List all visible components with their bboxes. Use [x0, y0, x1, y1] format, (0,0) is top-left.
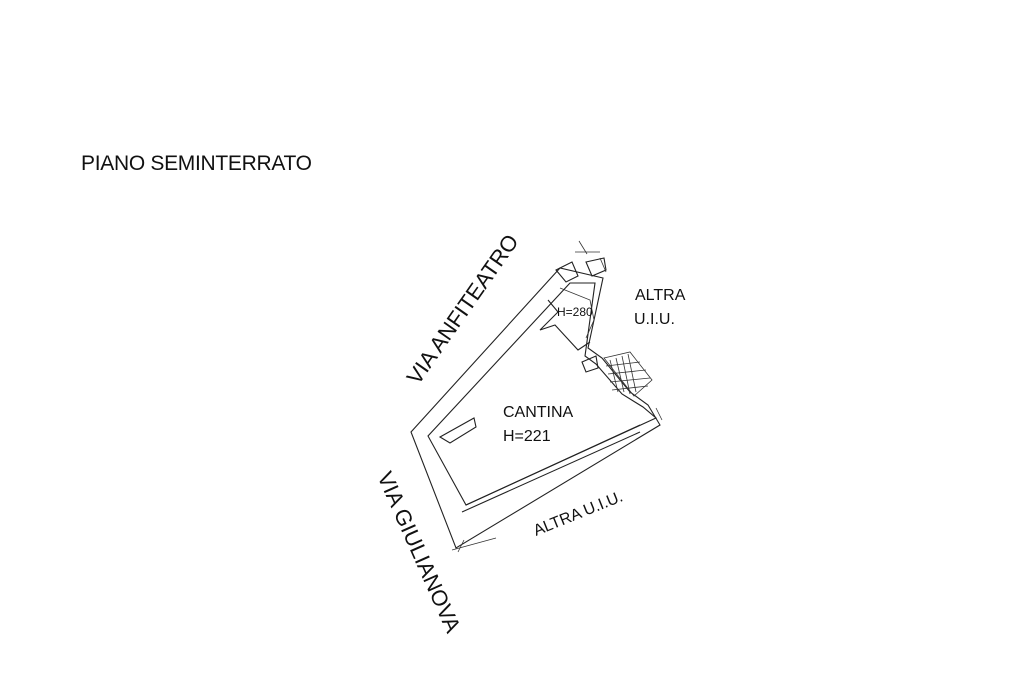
stair-step: [609, 377, 651, 383]
wall-chunk-right: [585, 257, 607, 277]
stair-step: [607, 369, 647, 375]
tick-bottom-2: [457, 539, 465, 553]
neighbor-label-right-line2: U.I.U.: [634, 311, 675, 328]
tick-corner-right: [655, 407, 663, 421]
stair-step: [605, 361, 641, 367]
stair-outline: [603, 351, 653, 397]
bottom-wall-inner: [465, 424, 641, 506]
plan-title: PIANO SEMINTERRATO: [81, 152, 312, 175]
wall-chunk-top: [555, 261, 579, 283]
outer-wall: [410, 267, 661, 549]
walls: [410, 240, 663, 553]
room-name: CANTINA: [503, 404, 574, 421]
stair-step: [621, 355, 631, 395]
wall-chunk-stair: [581, 355, 599, 373]
wall-notch: [438, 417, 477, 444]
small-room-partition-inner: [559, 287, 595, 339]
neighbor-label-right-line1: ALTRA: [635, 287, 686, 304]
street-label-left: VIA GIULIANOVA: [372, 468, 465, 637]
street-label-top: VIA ANFITEATRO: [402, 230, 524, 389]
small-room-partition: [539, 299, 591, 351]
staircase: [603, 351, 653, 397]
tick-bottom-1: [451, 537, 497, 551]
stair-step: [611, 385, 649, 391]
stair-step: [627, 353, 637, 393]
stair-step: [615, 357, 625, 393]
bottom-wall: [461, 431, 641, 513]
inner-wall: [427, 282, 658, 506]
room-height: H=221: [503, 428, 551, 445]
neighbor-label-bottom: ALTRA U.I.U.: [531, 488, 625, 539]
small-room-height: H=280: [557, 305, 593, 319]
tick-right: [599, 257, 607, 273]
